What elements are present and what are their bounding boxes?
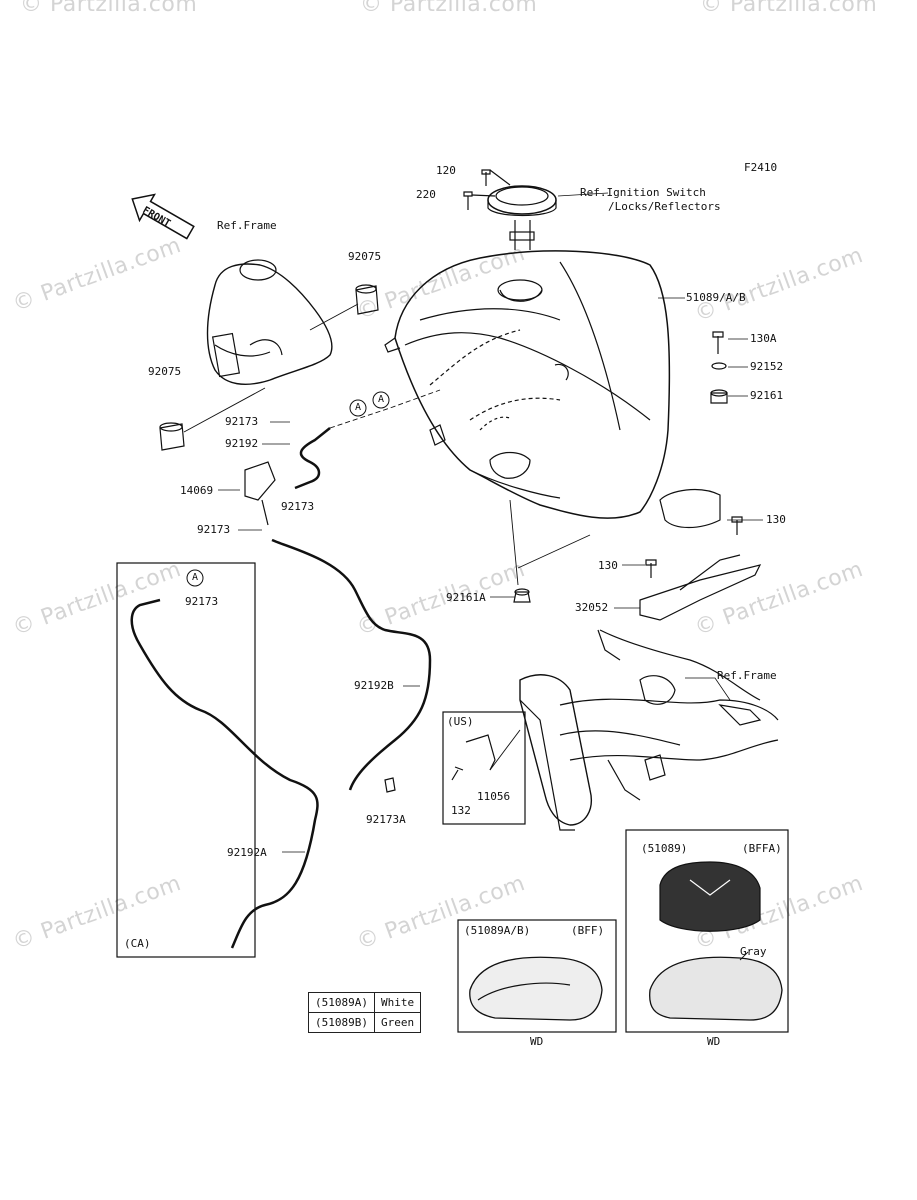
watermark: © Partzilla.com	[20, 0, 198, 17]
circle-a-marker	[372, 391, 390, 409]
part-label-92192B: 92192B	[354, 679, 394, 692]
ref-frame-top: Ref.Frame	[217, 219, 277, 232]
part-label-92161: 92161	[750, 389, 784, 402]
bff-inset	[457, 919, 617, 1033]
bffa-box-tag: (BFFA)	[742, 842, 782, 855]
frame-bottom	[519, 674, 592, 826]
ref-ignition-switch: Ref.Ignition Switch	[580, 186, 706, 199]
ref-frame-bottom: Ref.Frame	[717, 669, 777, 682]
us-box	[442, 711, 526, 825]
bff-box-tag: (BFF)	[571, 924, 605, 937]
table-cell-part: (51089A)	[308, 992, 375, 1013]
figure-code: F2410	[744, 161, 778, 174]
gray-label: Gray	[740, 945, 767, 958]
watermark: © Partzilla.com	[360, 0, 538, 17]
part-label-92075: 92075	[148, 365, 182, 378]
part-label-220: 220	[416, 188, 436, 201]
part-label-92161A: 92161A	[446, 591, 486, 604]
part-label-132: 132	[451, 804, 471, 817]
part-label-92173: 92173	[197, 523, 231, 536]
part-label-92192A: 92192A	[227, 846, 267, 859]
circle-a-letter: A	[192, 572, 199, 583]
part-label-92075: 92075	[348, 250, 382, 263]
part-label-11056: 11056	[477, 790, 511, 803]
circle-a-letter: A	[355, 402, 362, 413]
part-label-92173: 92173	[281, 500, 315, 513]
part-label-14069: 14069	[180, 484, 214, 497]
hose-92192B	[271, 538, 432, 791]
table-cell-part: (51089B)	[308, 1012, 375, 1033]
fuel-tank	[394, 250, 671, 519]
front-arrow-icon	[131, 193, 195, 240]
circle-a-marker	[349, 399, 367, 417]
part-label-51089: 51089/A/B	[686, 291, 746, 304]
table-row: (51089A) White	[308, 992, 422, 1013]
ca-box	[116, 562, 256, 958]
watermark: © Partzilla.com	[700, 0, 878, 17]
hose-92192	[294, 427, 331, 490]
part-label-92173: 92173	[185, 595, 219, 608]
table-cell-color: White	[373, 992, 422, 1013]
circle-a-marker	[186, 569, 204, 587]
color-variant-table: (51089A) White (51089B) Green	[308, 992, 422, 1033]
wd-label: WD	[707, 1035, 721, 1048]
bracket-32052	[639, 564, 762, 621]
us-tag: (US)	[447, 715, 474, 728]
bffa-inset	[625, 829, 789, 1033]
part-label-92152: 92152	[750, 360, 784, 373]
frame-top	[206, 263, 333, 385]
table-cell-color: Green	[373, 1012, 422, 1033]
part-label-32052: 32052	[575, 601, 609, 614]
part-label-130: 130	[766, 513, 786, 526]
circle-a-letter: A	[378, 394, 385, 405]
part-label-92173A: 92173A	[366, 813, 406, 826]
wd-label: WD	[530, 1035, 544, 1048]
part-label-92192: 92192	[225, 437, 259, 450]
part-label-92173: 92173	[225, 415, 259, 428]
part-label-130A: 130A	[750, 332, 777, 345]
bffa-box-code: (51089)	[641, 842, 688, 855]
bff-box-code: (51089A/B)	[464, 924, 531, 937]
ca-tag: (CA)	[124, 937, 151, 950]
ref-locks-reflectors: /Locks/Reflectors	[608, 200, 721, 213]
part-label-120: 120	[436, 164, 456, 177]
table-row: (51089B) Green	[308, 1012, 422, 1033]
valve-14069	[244, 461, 276, 501]
hose-92192A	[130, 598, 319, 949]
part-label-130: 130	[598, 559, 618, 572]
